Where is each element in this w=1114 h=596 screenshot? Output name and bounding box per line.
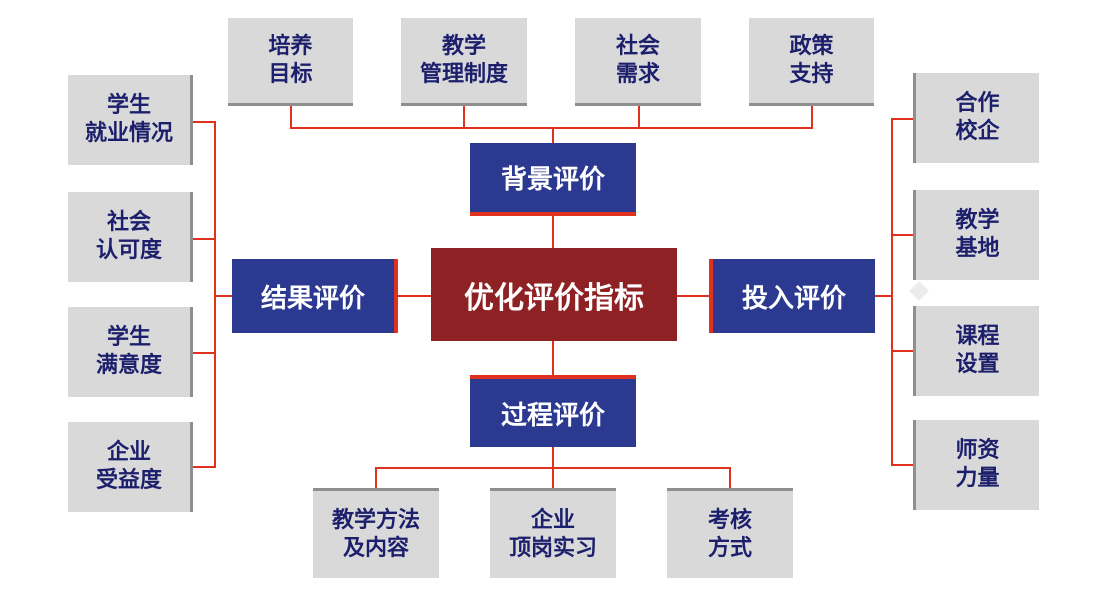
center-label: 优化评价指标: [464, 280, 644, 316]
bottom-item-line2: 方式: [707, 535, 752, 561]
branch-label: 过程评价: [500, 400, 605, 431]
connector: [891, 234, 915, 236]
right-item-line2: 力量: [955, 466, 1000, 491]
connector: [192, 121, 216, 123]
top-item-box: 政策 支持: [749, 18, 874, 106]
left-item-line1: 企业: [106, 440, 151, 465]
connector: [891, 118, 893, 466]
connector: [214, 295, 232, 297]
connector: [552, 341, 554, 375]
connector: [398, 295, 431, 297]
left-item-line1: 学生: [106, 325, 151, 350]
connector: [290, 127, 813, 129]
left-item-box: 社会 认可度: [68, 192, 193, 282]
connector: [729, 467, 731, 489]
left-item-line2: 满意度: [95, 353, 162, 378]
top-item-line1: 教学: [441, 33, 486, 59]
connector: [214, 121, 216, 467]
left-item-box: 学生 满意度: [68, 307, 193, 397]
connector: [552, 216, 554, 248]
top-item-line1: 社会: [615, 33, 660, 59]
left-item-line2: 受益度: [95, 468, 162, 493]
connector: [875, 295, 893, 297]
right-item-box: 教学 基地: [913, 190, 1039, 280]
bottom-item-line1: 考核: [707, 507, 752, 533]
connector: [192, 238, 216, 240]
top-item-box: 教学 管理制度: [401, 18, 527, 106]
bottom-item-box: 考核 方式: [667, 488, 793, 578]
bottom-item-line1: 教学方法: [331, 507, 420, 533]
left-item-line2: 就业情况: [84, 121, 173, 146]
connector: [891, 464, 915, 466]
branch-label: 投入评价: [741, 283, 846, 314]
connector: [677, 295, 711, 297]
right-item-line2: 设置: [955, 352, 1000, 377]
right-item-line1: 师资: [955, 438, 1000, 463]
right-item-line2: 基地: [955, 236, 1000, 261]
branch-process-evaluation: 过程评价: [470, 375, 636, 447]
left-item-box: 企业 受益度: [68, 422, 193, 512]
connector: [375, 467, 377, 489]
center-node: 优化评价指标: [431, 248, 677, 341]
left-item-line2: 认可度: [95, 238, 162, 263]
bottom-item-box: 教学方法 及内容: [313, 488, 439, 578]
connector: [552, 447, 554, 468]
decorative-diamond: [909, 281, 929, 301]
branch-input-evaluation: 投入评价: [709, 259, 875, 333]
branch-result-evaluation: 结果评价: [232, 259, 398, 333]
connector: [811, 106, 813, 128]
connector: [891, 350, 915, 352]
connector: [290, 106, 292, 128]
right-item-line1: 教学: [955, 208, 1000, 233]
top-item-line2: 支持: [789, 61, 834, 87]
bottom-item-line1: 企业: [530, 507, 575, 533]
right-item-box: 师资 力量: [913, 420, 1039, 510]
left-item-line1: 学生: [106, 93, 151, 118]
connector: [891, 118, 915, 120]
left-item-line1: 社会: [106, 210, 151, 235]
left-item-box: 学生 就业情况: [68, 75, 193, 165]
connector: [552, 127, 554, 143]
connector: [638, 106, 640, 128]
top-item-line2: 需求: [615, 61, 660, 87]
bottom-item-box: 企业 顶岗实习: [490, 488, 616, 578]
connector: [192, 352, 216, 354]
top-item-line1: 政策: [789, 33, 834, 59]
top-item-box: 培养 目标: [228, 18, 353, 106]
right-item-line2: 校企: [955, 119, 1000, 144]
branch-label: 背景评价: [500, 165, 605, 195]
connector: [552, 467, 554, 489]
connector: [192, 466, 216, 468]
right-item-line1: 合作: [955, 91, 1000, 116]
connector: [463, 106, 465, 128]
right-item-box: 合作 校企: [913, 73, 1039, 163]
bottom-item-line2: 及内容: [342, 535, 409, 561]
top-item-line2: 目标: [268, 61, 313, 87]
top-item-box: 社会 需求: [575, 18, 701, 106]
bottom-item-line2: 顶岗实习: [508, 535, 597, 561]
right-item-box: 课程 设置: [913, 306, 1039, 396]
right-item-line1: 课程: [955, 324, 1000, 349]
top-item-line2: 管理制度: [419, 61, 508, 87]
branch-label: 结果评价: [260, 283, 365, 314]
branch-background-evaluation: 背景评价: [470, 143, 636, 216]
top-item-line1: 培养: [268, 33, 313, 59]
